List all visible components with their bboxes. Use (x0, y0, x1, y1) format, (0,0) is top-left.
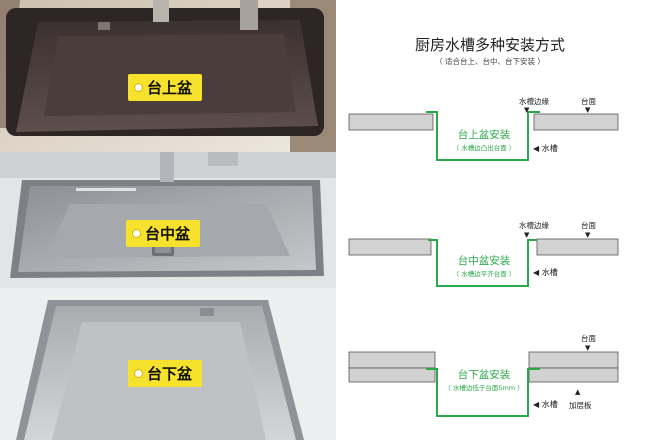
countertop-right (528, 351, 619, 369)
section-flush-mount: 水槽边缘 ▼ 台面 ▼ 台中盆安装 （ 水槽边平齐台面 ） ◀ 水槽 (348, 220, 619, 287)
sink-edge-label: 水槽边缘 (519, 96, 549, 106)
photo-flush-mount-sink: 台中盆 (0, 152, 336, 288)
support-board-label: 加层板 (569, 400, 592, 410)
installation-name: 台中盆安装 (458, 254, 511, 267)
sink-edge-label: 水槽边缘 (519, 220, 549, 230)
countertop-left (348, 113, 434, 131)
sink-outline (428, 239, 537, 287)
installation-desc: （ 水槽边低于台面5mm ） (444, 383, 523, 392)
label-top-mount: 台上盆 (128, 74, 203, 101)
photo-undermount-sink: 台下盆 (0, 288, 336, 440)
installation-desc: （ 水槽边凸出台面 ） (453, 143, 516, 152)
down-arrow-icon: ▼ (524, 231, 530, 239)
installation-diagram: 厨房水槽多种安装方式 （ 适合台上、台中、台下安装 ） 水槽边缘 ▼ 台面 ▼ … (348, 36, 619, 417)
marker-dot-icon (132, 229, 141, 238)
diagram-title: 厨房水槽多种安装方式 (415, 36, 565, 54)
down-arrow-icon: ▼ (585, 231, 591, 239)
diagram-subtitle: （ 适合台上、台中、台下安装 ） (435, 56, 545, 66)
label-flush-mount-text: 台中盆 (145, 225, 191, 243)
section-undermount: 台面 ▼ 台下盆安装 （ 水槽边低于台面5mm ） ◀ 水槽 ▲ 加层板 (348, 333, 619, 417)
label-undermount: 台下盆 (128, 360, 203, 387)
photo-top-mount-sink: 台上盆 (0, 0, 336, 152)
label-flush-mount: 台中盆 (126, 220, 201, 247)
countertop-left (348, 351, 436, 369)
marker-dot-icon (134, 369, 143, 378)
down-arrow-icon: ▼ (585, 344, 591, 352)
sink-label: ◀ 水槽 (533, 399, 558, 409)
countertop-left (348, 238, 432, 256)
support-board-right (528, 367, 619, 383)
countertop-label: 台面 (581, 96, 596, 106)
up-arrow-icon: ▲ (575, 388, 581, 396)
label-undermount-text: 台下盆 (147, 365, 193, 383)
installation-name: 台上盆安装 (458, 128, 511, 141)
installation-name: 台下盆安装 (458, 368, 511, 381)
down-arrow-icon: ▼ (524, 106, 530, 114)
countertop-label: 台面 (581, 333, 596, 343)
photo-column: 台上盆 台中盆 (0, 0, 336, 440)
sink-outline (426, 111, 540, 161)
countertop-right (536, 238, 619, 256)
sink-label: ◀ 水槽 (533, 143, 558, 153)
support-board-left (348, 367, 436, 383)
section-top-mount: 水槽边缘 ▼ 台面 ▼ 台上盆安装 （ 水槽边凸出台面 ） ◀ 水槽 (348, 96, 619, 161)
countertop-label: 台面 (581, 220, 596, 230)
top-mount-sink-illustration (0, 0, 336, 152)
label-top-mount-text: 台上盆 (147, 79, 193, 97)
sink-outline (426, 368, 540, 417)
countertop-right (533, 113, 619, 131)
installation-desc: （ 水槽边平齐台面 ） (453, 269, 516, 278)
down-arrow-icon: ▼ (585, 106, 591, 114)
sink-label: ◀ 水槽 (533, 267, 558, 277)
marker-dot-icon (134, 83, 143, 92)
installation-diagram-panel: 厨房水槽多种安装方式 （ 适合台上、台中、台下安装 ） 水槽边缘 ▼ 台面 ▼ … (336, 0, 660, 440)
